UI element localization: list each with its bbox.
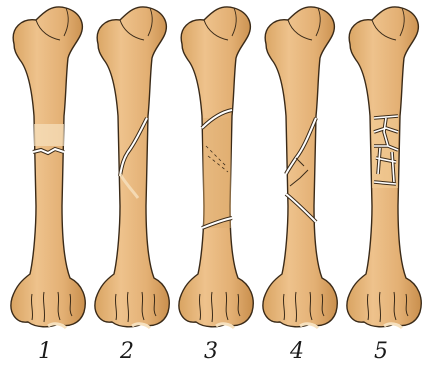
bone-3-segmental-fracture	[179, 7, 253, 328]
label-4: 4	[289, 339, 304, 364]
label-2: 2	[119, 339, 134, 364]
bone-2-oblique-fracture	[95, 7, 169, 328]
bone-1-transverse-fracture	[11, 7, 85, 328]
label-1: 1	[38, 339, 52, 364]
bone-5-comminuted-fracture	[347, 7, 421, 328]
bone-4-wedge-fracture	[263, 7, 337, 328]
label-5: 5	[374, 339, 388, 364]
label-3: 3	[204, 339, 218, 364]
